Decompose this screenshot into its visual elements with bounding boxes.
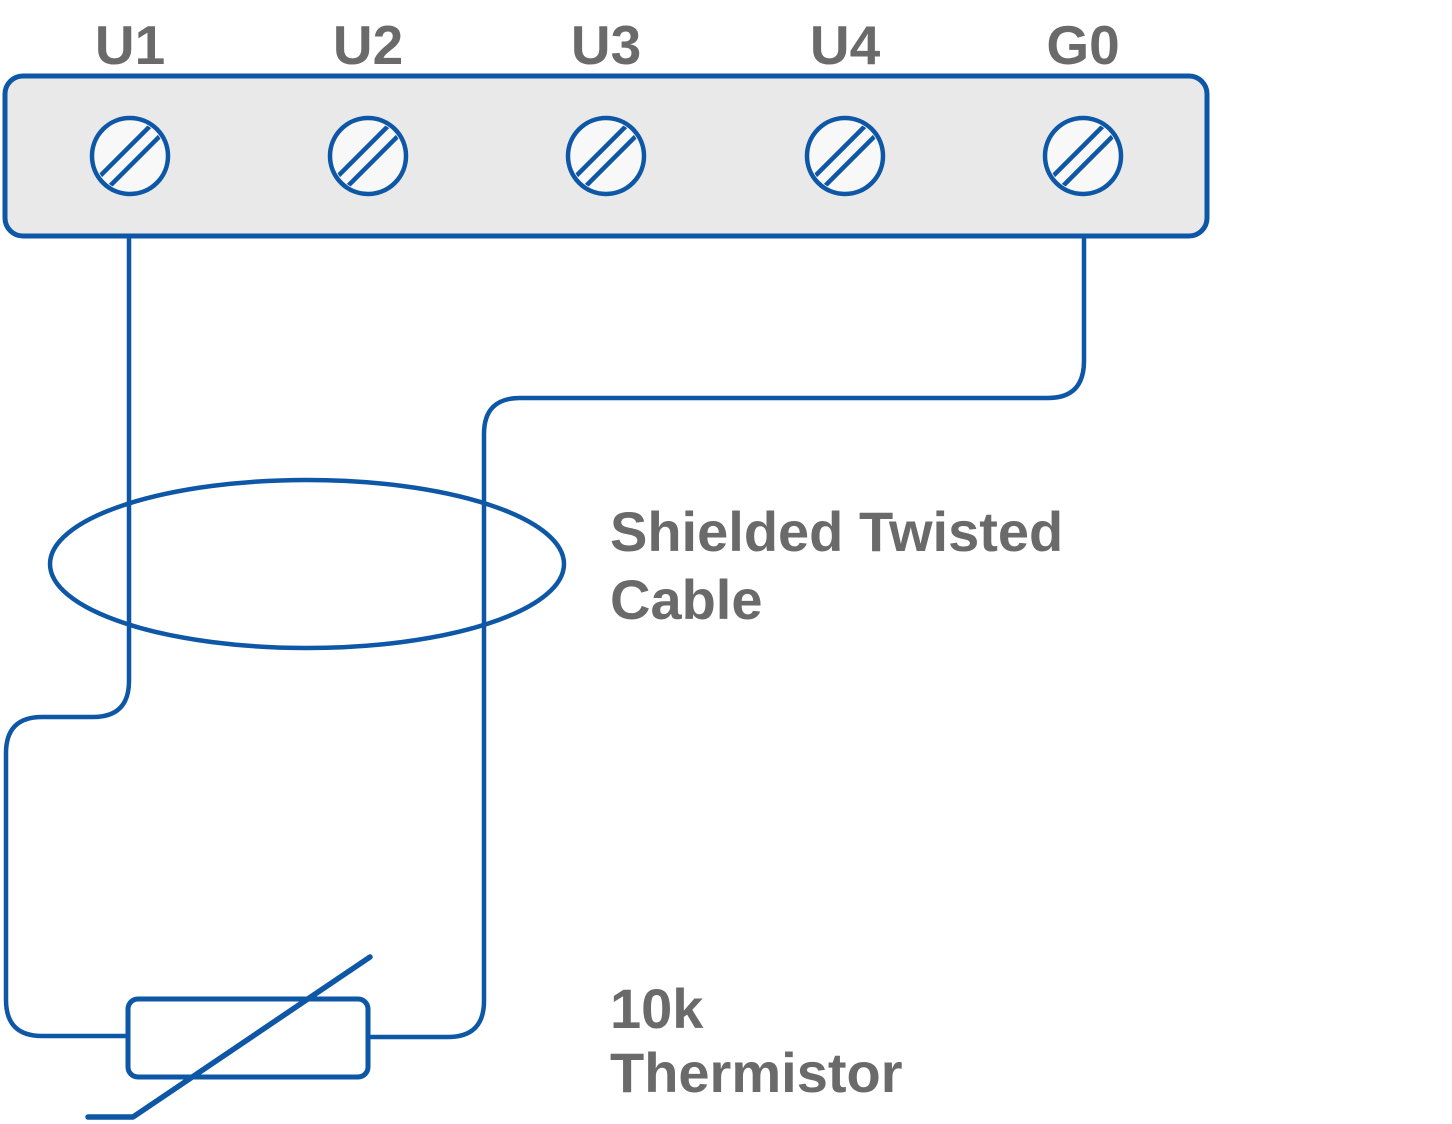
thermistor-body <box>125 996 371 1080</box>
terminal-label-u2: U2 <box>333 14 403 76</box>
wire-u1-to-thermistor <box>3 233 132 1039</box>
thermistor-diagonal <box>85 954 373 1120</box>
cable-shield-ellipse <box>47 477 567 651</box>
wires <box>3 233 1087 1040</box>
terminal-label-u1: U1 <box>95 14 165 76</box>
thermistor-annotation-line2: Thermistor <box>610 1041 903 1104</box>
terminal-screw-icon-u2 <box>327 115 409 197</box>
thermistor-annotation-line1: 10k <box>610 977 704 1040</box>
terminal-label-u3: U3 <box>571 14 641 76</box>
cable-annotation: Shielded Twisted Cable <box>610 500 1063 631</box>
cable-annotation-line1: Shielded Twisted <box>610 500 1063 563</box>
wire-g0-to-thermistor <box>365 233 1087 1040</box>
thermistor-annotation: 10k Thermistor <box>610 977 903 1104</box>
cable-annotation-line2: Cable <box>610 568 763 631</box>
terminal-label-u4: U4 <box>810 14 881 76</box>
thermistor-symbol <box>85 954 373 1120</box>
terminal-label-g0: G0 <box>1046 14 1119 76</box>
